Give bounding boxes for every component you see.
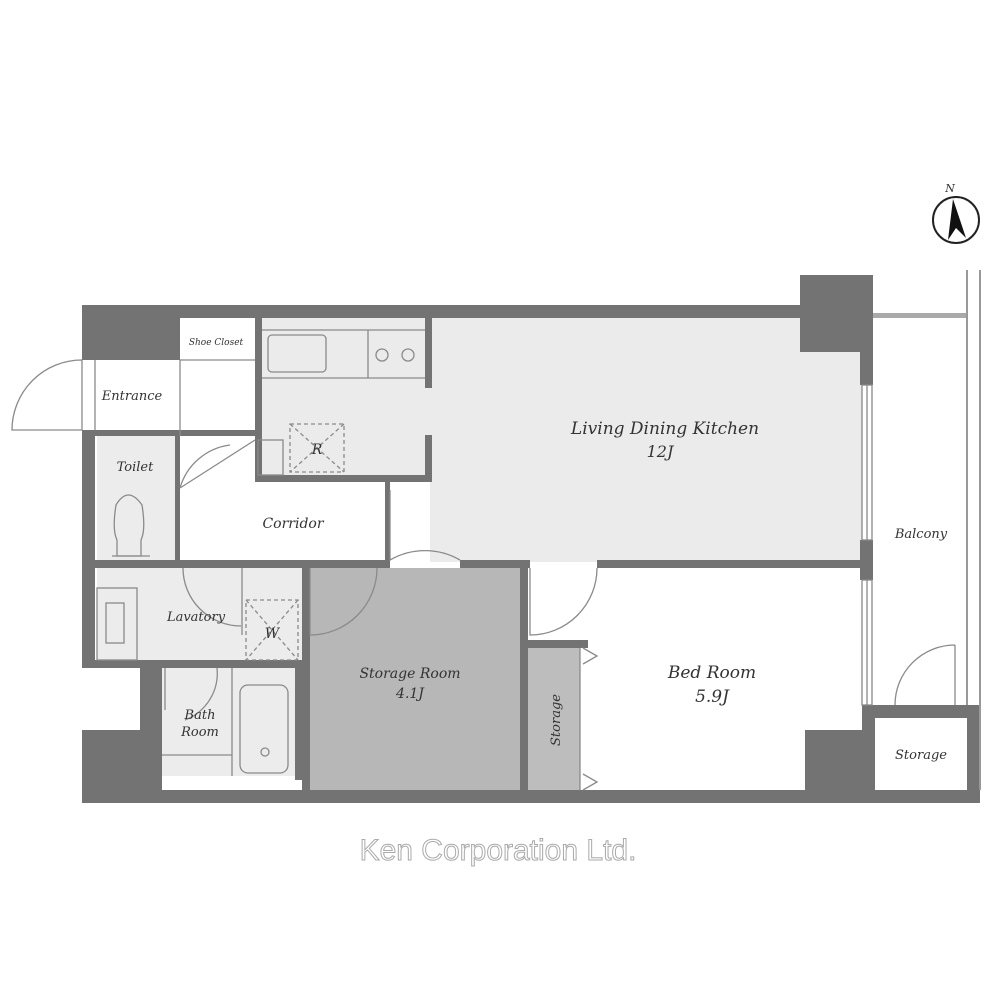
storage-room-floor — [310, 568, 520, 790]
label-bath-line2: Room — [180, 725, 219, 740]
stove-burner-icon — [401, 348, 415, 362]
sink-icon — [267, 334, 327, 373]
label-storage-room-size: 4.1J — [395, 686, 425, 702]
label-ldk: Living Dining Kitchen — [570, 419, 759, 439]
compass-label: N — [944, 182, 955, 195]
label-bath-line1: Bath — [184, 708, 216, 723]
bath-floor — [162, 668, 295, 776]
windows — [861, 384, 873, 706]
fixtures — [94, 329, 599, 791]
refrigerator-space — [289, 423, 345, 473]
label-bedroom: Bed Room — [667, 663, 756, 683]
label-balcony-storage: Storage — [895, 748, 947, 763]
bathtub-icon — [239, 684, 289, 774]
label-corridor: Corridor — [262, 516, 324, 532]
label-balcony: Balcony — [894, 527, 948, 542]
label-toilet: Toilet — [117, 460, 154, 475]
label-washer: W — [265, 626, 281, 642]
label-closet-storage: Storage — [549, 694, 564, 746]
ldk-floor — [430, 318, 862, 562]
kitchen-floor — [262, 318, 430, 478]
label-refrigerator: R — [311, 442, 323, 458]
interior-walls — [82, 318, 862, 790]
label-entrance: Entrance — [101, 389, 163, 404]
doors — [11, 359, 956, 721]
toilet-bowl-icon — [113, 494, 145, 557]
storage-closet-floor — [528, 648, 580, 790]
lavatory-floor — [97, 568, 302, 660]
label-lavatory: Lavatory — [166, 610, 226, 625]
north-arrow-icon: N — [932, 182, 980, 244]
stove-burner-icon — [375, 348, 389, 362]
label-storage-room: Storage Room — [359, 666, 460, 682]
label-ldk-size: 12J — [647, 442, 675, 461]
label-bedroom-size: 5.9J — [695, 687, 730, 707]
label-shoe-closet: Shoe Closet — [189, 338, 244, 348]
watermark: Ken Corporation Ltd. — [360, 834, 637, 867]
exterior-walls — [82, 275, 980, 803]
balcony-railing — [873, 270, 981, 790]
